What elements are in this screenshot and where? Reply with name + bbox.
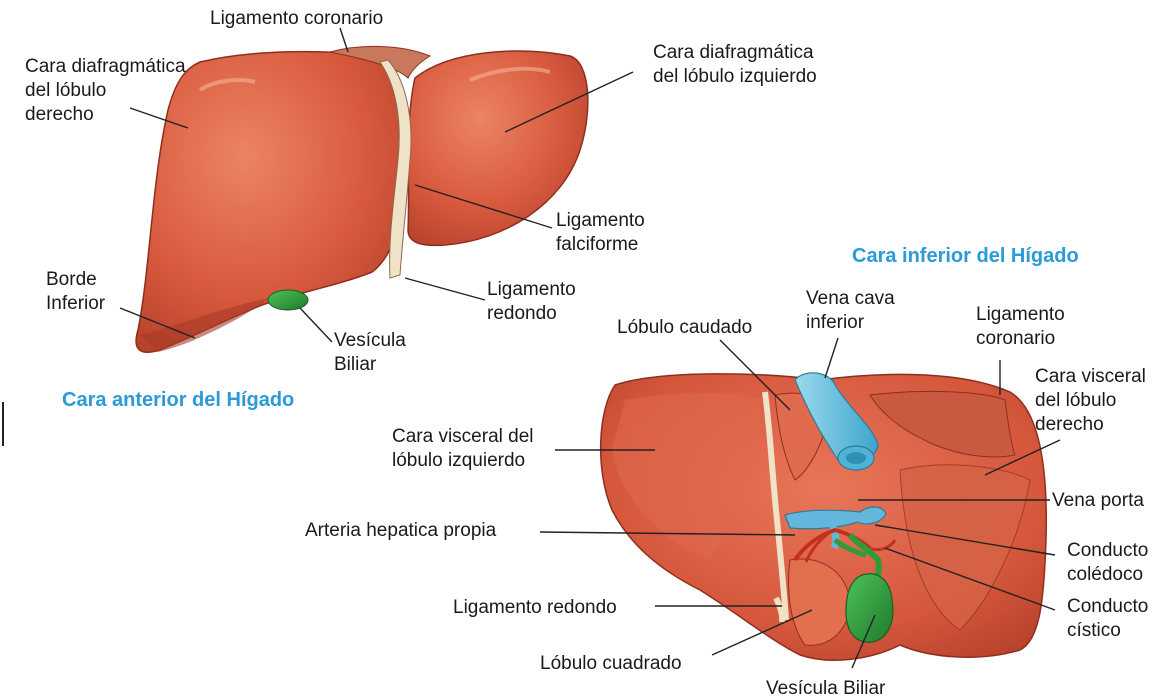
anterior-gallbladder	[268, 290, 308, 310]
label-ligamento-falciforme: Ligamento falciforme	[556, 210, 650, 255]
label-ligamento-coronario-anterior: Ligamento coronario	[210, 8, 383, 29]
title-cara-inferior: Cara inferior del Hígado	[852, 245, 1079, 267]
label-conducto-cistico: Conducto cístico	[1067, 596, 1154, 641]
label-vesicula-biliar-anterior: Vesícula Biliar	[334, 330, 411, 375]
label-ligamento-redondo-anterior: Ligamento redondo	[487, 279, 581, 324]
label-cara-diafragmatica-derecho: Cara diafragmática del lóbulo derecho	[25, 56, 191, 125]
label-lobulo-cuadrado: Lóbulo cuadrado	[540, 653, 682, 674]
label-cara-visceral-izquierdo: Cara visceral del lóbulo izquierdo	[392, 426, 539, 471]
label-lobulo-caudado: Lóbulo caudado	[617, 317, 752, 338]
label-vesicula-biliar-inferior: Vesícula Biliar	[766, 678, 886, 699]
label-cara-visceral-derecho: Cara visceral del lóbulo derecho	[1035, 366, 1151, 435]
inferior-gallbladder	[846, 574, 893, 642]
label-ligamento-coronario-inferior: Ligamento coronario	[976, 304, 1070, 349]
title-cara-anterior: Cara anterior del Hígado	[62, 389, 294, 411]
label-conducto-coledoco: Conducto colédoco	[1067, 540, 1154, 585]
label-vena-porta: Vena porta	[1052, 490, 1144, 511]
label-borde-inferior: Borde Inferior	[46, 269, 106, 314]
anterior-right-lobe	[136, 52, 408, 353]
inferior-liver	[601, 373, 1047, 660]
label-ligamento-redondo-inferior: Ligamento redondo	[453, 597, 617, 618]
label-arteria-hepatica: Arteria hepatica propia	[305, 520, 497, 541]
label-vena-cava-inferior: Vena cava inferior	[806, 288, 900, 333]
label-cara-diafragmatica-izquierdo: Cara diafragmática del lóbulo izquierdo	[653, 42, 819, 87]
